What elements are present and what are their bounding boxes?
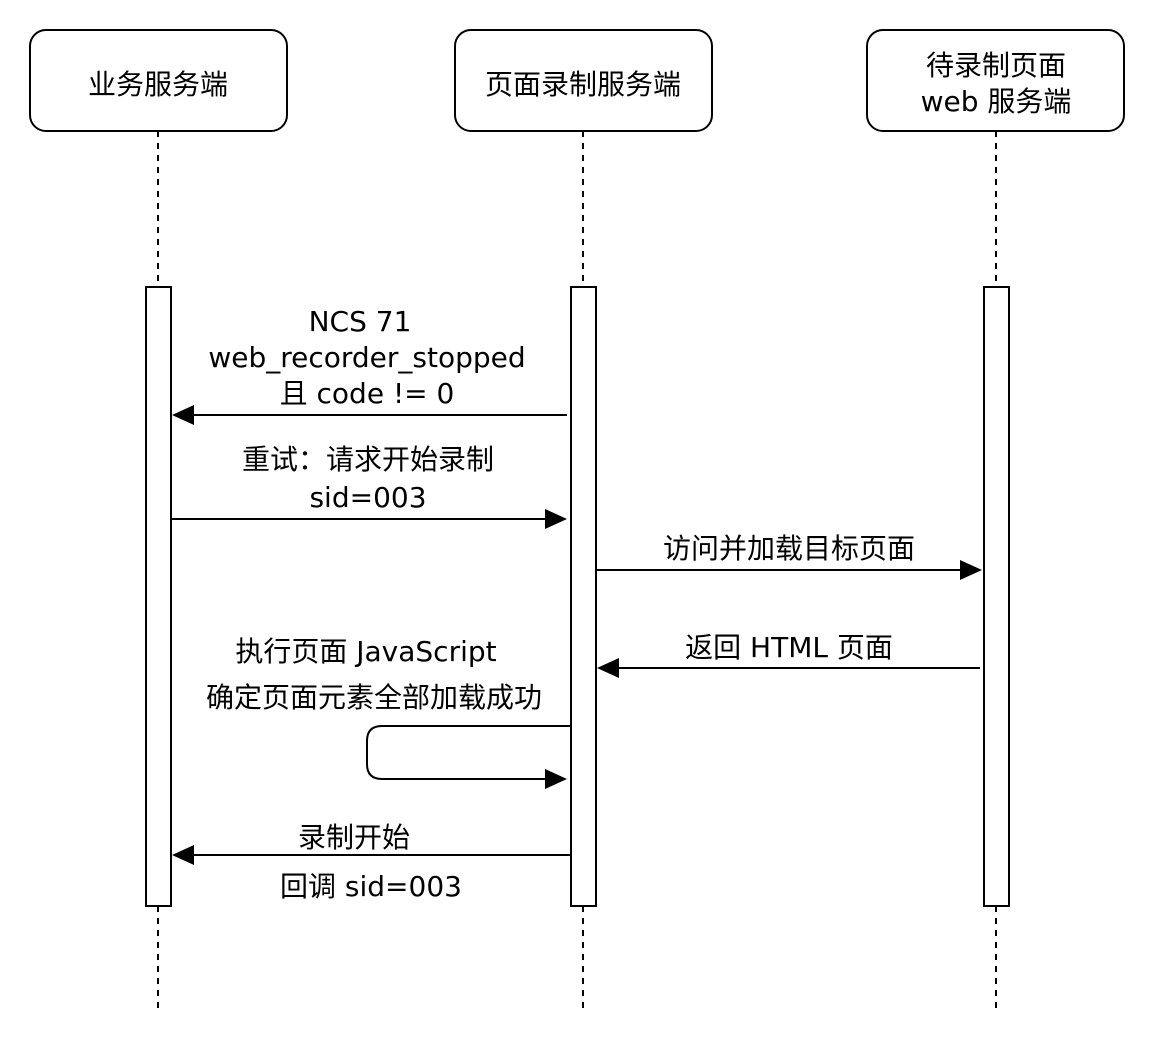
participant-target-web-server: 待录制页面 web 服务端 <box>866 29 1125 132</box>
participant-label-line-1: 待录制页面 <box>926 49 1066 82</box>
message-label: 访问并加载目标页面 <box>663 532 915 565</box>
message-label-line-1: 录制开始 <box>298 821 410 854</box>
message-return-html: 返回 HTML 页面 <box>597 631 980 678</box>
participant-business-server: 业务服务端 <box>29 29 288 132</box>
participant-label: 页面录制服务端 <box>485 68 681 101</box>
message-label-line-2: web_recorder_stopped <box>208 341 525 374</box>
message-visit-page: 访问并加载目标页面 <box>596 532 982 580</box>
message-retry-start: 重试：请求开始录制 sid=003 <box>171 443 567 529</box>
activation-target <box>983 286 1010 907</box>
arrowhead-right-icon <box>545 509 567 529</box>
message-record-start-callback: 录制开始 回调 sid=003 <box>172 821 571 903</box>
message-label-line-2: 回调 sid=003 <box>280 870 462 903</box>
arrowhead-left-icon <box>597 658 619 678</box>
message-label-line-3: 且 code != 0 <box>280 377 455 410</box>
message-ncs-stopped: NCS 71 web_recorder_stopped 且 code != 0 <box>172 305 567 425</box>
arrowhead-right-icon <box>545 769 567 789</box>
message-label-line-1: 重试：请求开始录制 <box>242 443 494 476</box>
message-label-line-2: 确定页面元素全部加载成功 <box>206 681 542 714</box>
message-label-line-1: NCS 71 <box>309 305 412 338</box>
participant-label: 业务服务端 <box>88 68 228 101</box>
arrowhead-left-icon <box>172 845 194 865</box>
message-label-line-2: sid=003 <box>309 481 426 514</box>
activation-business <box>145 286 172 907</box>
message-self-execute-js: 执行页面 JavaScript 确定页面元素全部加载成功 <box>206 635 571 789</box>
arrowhead-right-icon <box>960 560 982 580</box>
participant-recorder-server: 页面录制服务端 <box>454 29 713 132</box>
participant-label-line-2: web 服务端 <box>921 85 1072 118</box>
arrowhead-left-icon <box>172 405 194 425</box>
self-loop-line <box>366 725 571 780</box>
activation-recorder <box>570 286 597 907</box>
message-label-line-1: 执行页面 JavaScript <box>235 635 496 668</box>
message-label: 返回 HTML 页面 <box>685 631 893 664</box>
